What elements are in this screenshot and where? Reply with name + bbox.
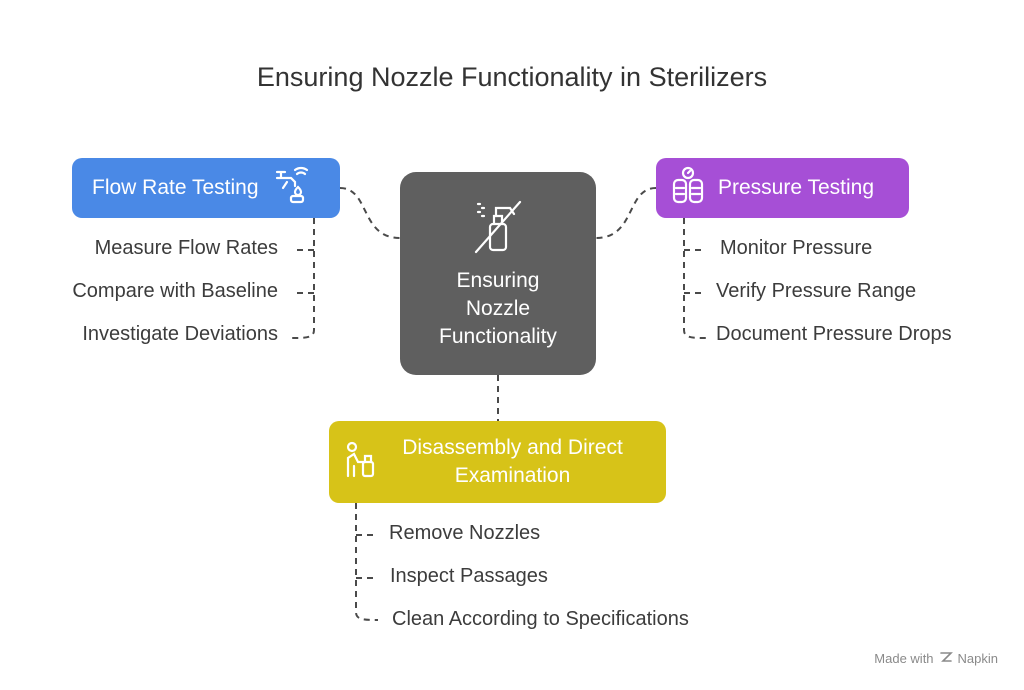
connector-disassembly-items xyxy=(355,503,379,621)
watermark-brand: Napkin xyxy=(957,651,998,666)
spray-bottle-crossed-icon xyxy=(466,196,530,261)
pressure-node: Pressure Testing xyxy=(656,158,909,218)
disassembly-label: Disassembly and Direct Examination xyxy=(402,436,623,487)
flow-item-2: Compare with Baseline xyxy=(72,280,278,302)
faucet-droplet-icon xyxy=(273,166,313,211)
connector-pressure-items xyxy=(683,218,707,339)
connector-flow xyxy=(339,187,401,239)
person-examining-icon xyxy=(343,440,377,485)
gas-cylinders-gauge-icon xyxy=(670,166,706,211)
disassembly-node: Disassembly and Direct Examination xyxy=(329,421,666,503)
flow-rate-label: Flow Rate Testing xyxy=(92,176,259,199)
disassembly-item-1: Remove Nozzles xyxy=(389,522,541,544)
center-node: Ensuring Nozzle Functionality xyxy=(400,172,596,375)
flow-item-1: Measure Flow Rates xyxy=(94,237,278,259)
connector-pressure xyxy=(595,187,657,239)
watermark-label: Made with xyxy=(874,651,934,666)
pressure-item-1: Monitor Pressure xyxy=(720,237,873,259)
pressure-label: Pressure Testing xyxy=(718,176,875,199)
flow-rate-node: Flow Rate Testing xyxy=(72,158,340,218)
pressure-item-3: Document Pressure Drops xyxy=(716,323,952,345)
diagram-title: Ensuring Nozzle Functionality in Sterili… xyxy=(256,62,768,92)
disassembly-item-3: Clean According to Specifications xyxy=(392,608,689,630)
napkin-logo-icon xyxy=(939,650,953,667)
flow-item-3: Investigate Deviations xyxy=(82,323,278,345)
watermark: Made with Napkin xyxy=(874,650,998,667)
center-label: Ensuring Nozzle Functionality xyxy=(439,269,557,348)
pressure-item-2: Verify Pressure Range xyxy=(716,280,917,302)
disassembly-item-2: Inspect Passages xyxy=(390,565,548,587)
connector-flow-items xyxy=(291,218,315,339)
